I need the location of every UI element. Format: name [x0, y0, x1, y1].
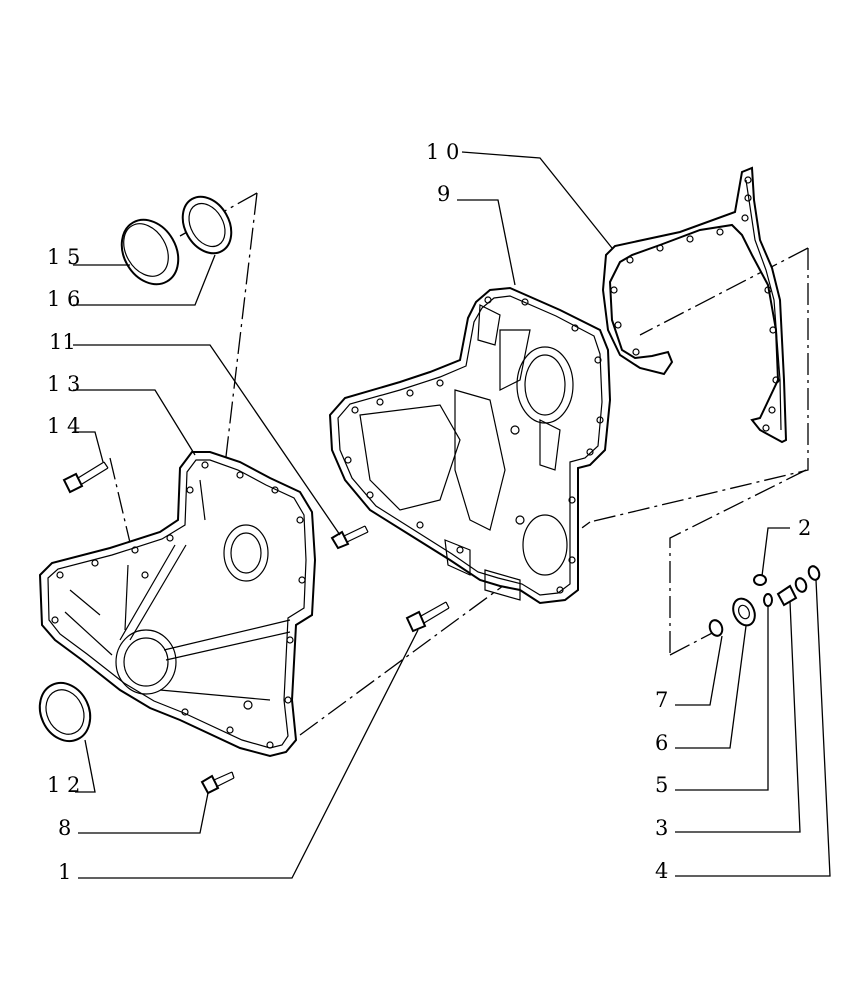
seal-part-12 — [38, 681, 92, 743]
callout-8: 8 — [58, 816, 71, 840]
part-7 — [708, 619, 724, 637]
callout-5: 5 — [655, 773, 668, 797]
small-parts-2-to-7 — [708, 565, 821, 637]
plug-part-15 — [120, 218, 180, 286]
callout-12: 1 2 — [47, 773, 80, 797]
bolt-part-11 — [330, 525, 369, 550]
bolt-part-14 — [62, 461, 109, 494]
callout-13: 1 3 — [47, 372, 80, 396]
callout-9: 9 — [437, 182, 450, 206]
callout-3: 3 — [655, 816, 668, 840]
callout-4: 4 — [655, 859, 668, 883]
leader-lines — [73, 151, 831, 879]
part-3 — [776, 584, 798, 607]
callout-11: 11 — [49, 330, 76, 354]
bolt-part-1 — [405, 601, 450, 633]
part-5 — [763, 593, 773, 607]
callout-16: 1 6 — [47, 287, 80, 311]
callout-6: 6 — [655, 731, 668, 755]
callout-2: 2 — [798, 516, 811, 540]
part-6 — [732, 597, 756, 627]
callout-7: 7 — [655, 688, 668, 712]
front-cover-part-13 — [38, 451, 317, 758]
callout-labels: 1 0 9 1 5 1 6 11 1 3 1 4 2 7 6 5 3 4 1 2… — [47, 140, 811, 884]
callout-1: 1 — [58, 860, 71, 884]
housing-part-9 — [328, 286, 612, 605]
part-2 — [753, 574, 767, 586]
callout-14: 1 4 — [47, 414, 80, 438]
gasket-part-10 — [601, 166, 788, 444]
callout-15: 1 5 — [47, 245, 80, 269]
ring-part-16 — [181, 195, 233, 255]
callout-10: 1 0 — [426, 140, 459, 164]
part-4 — [807, 565, 821, 581]
bolt-part-8 — [200, 771, 235, 795]
